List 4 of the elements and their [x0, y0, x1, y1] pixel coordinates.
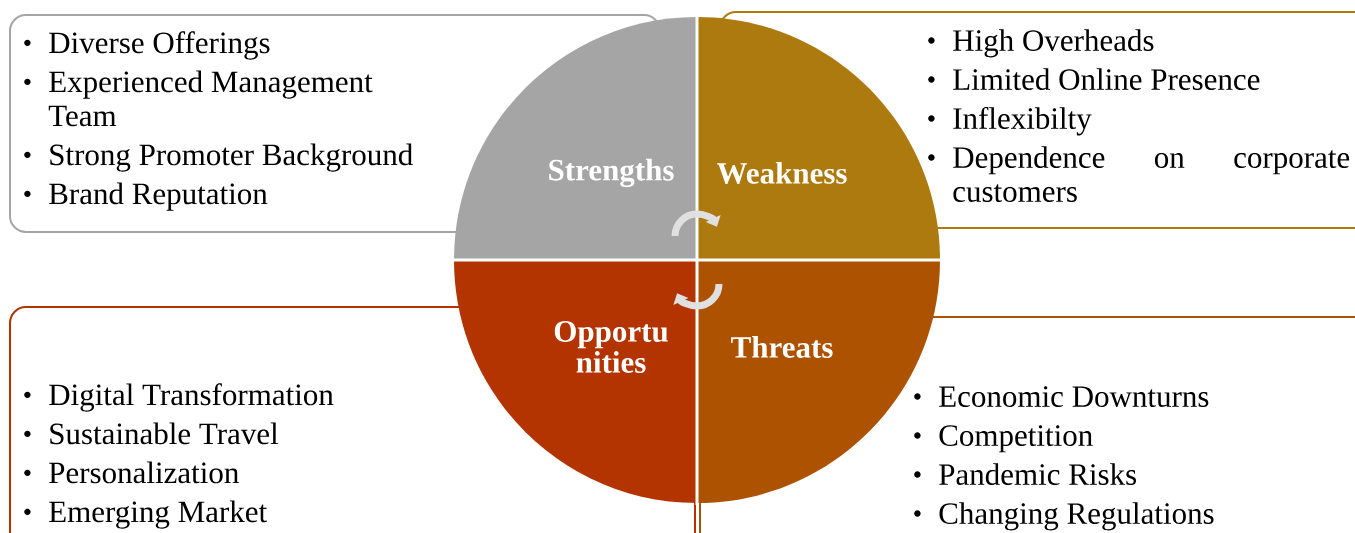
quadrant: Threats: [697, 260, 940, 503]
quadrant: Weakness: [697, 17, 940, 260]
quadrant: Opportu nities: [454, 260, 697, 503]
quadrant: Strengths: [454, 17, 697, 260]
